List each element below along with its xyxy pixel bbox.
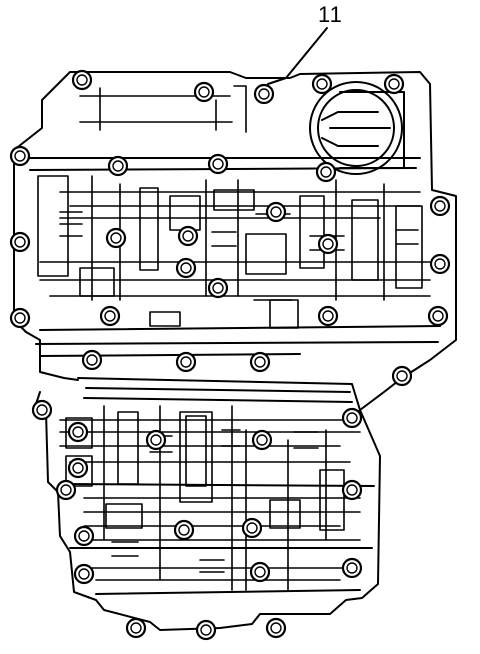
lower-body-inner-edge	[63, 387, 375, 595]
bolt-head-icon	[9, 231, 31, 253]
bolt-head-icon	[265, 201, 287, 223]
bolt-head-icon	[341, 479, 363, 501]
bolt-head-icon	[315, 161, 337, 183]
bolt-head-icon	[249, 561, 271, 583]
bolt-head-icon	[429, 195, 451, 217]
bolt-head-icon	[195, 619, 217, 641]
bolt-head-icon	[73, 525, 95, 547]
bolt-head-icon	[241, 517, 263, 539]
bolt-head-icon	[193, 81, 215, 103]
lower-valve-bores	[59, 405, 361, 591]
lower-body-outline	[35, 377, 381, 631]
bolt-head-icon	[67, 457, 89, 479]
bolt-head-icon	[249, 351, 271, 373]
bolt-head-icon	[67, 421, 89, 443]
bolt-head-icon	[125, 617, 147, 639]
bolt-head-icon	[175, 351, 197, 373]
filter-port	[309, 81, 405, 175]
bolt-head-icon	[207, 153, 229, 175]
bolt-head-icon	[311, 73, 333, 95]
bolt-head-icon	[173, 519, 195, 541]
bolt-head-icon	[175, 257, 197, 279]
bolt-head-icon	[105, 227, 127, 249]
callout-label: 11	[318, 2, 343, 27]
bolt-head-icon	[31, 399, 53, 421]
bolt-head-icon	[391, 365, 413, 387]
upper-valve-bores	[37, 85, 431, 329]
bolt-head-icon	[73, 563, 95, 585]
bolt-head-icon	[55, 479, 77, 501]
bolt-head-icon	[71, 69, 93, 91]
bolt-head-icon	[341, 557, 363, 579]
bolt-head-icon	[341, 407, 363, 429]
bolt-head-icon	[265, 617, 287, 639]
bolt-head-icon	[107, 155, 129, 177]
upper-body-outline	[13, 71, 457, 421]
bolt-head-icon	[99, 305, 121, 327]
bolt-group	[9, 69, 451, 641]
bolt-head-icon	[207, 277, 229, 299]
bolt-head-icon	[317, 305, 339, 327]
bolt-head-icon	[251, 429, 273, 451]
bolt-head-icon	[81, 349, 103, 371]
bolt-head-icon	[9, 145, 31, 167]
bolt-head-icon	[427, 305, 449, 327]
bolt-head-icon	[145, 429, 167, 451]
bolt-head-icon	[383, 73, 405, 95]
bolt-head-icon	[317, 233, 339, 255]
bolt-head-icon	[9, 307, 31, 329]
bolt-head-icon	[177, 225, 199, 247]
bolt-head-icon	[253, 83, 275, 105]
bolt-head-icon	[429, 253, 451, 275]
